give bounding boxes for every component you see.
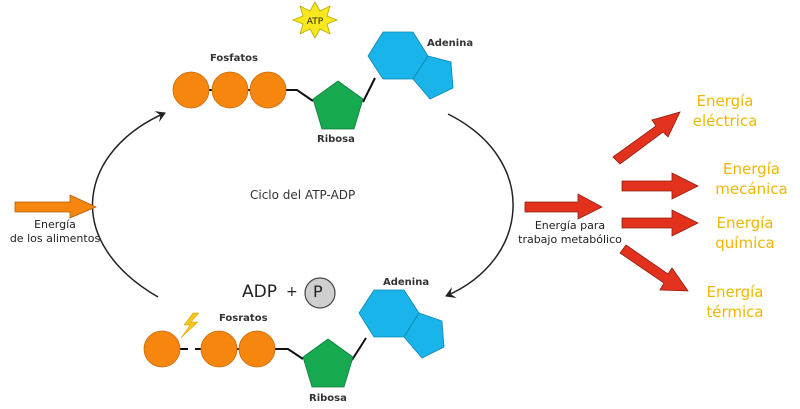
energy-label-line1: Energía	[706, 283, 764, 301]
thermal-energy-label: Energía térmica	[690, 282, 780, 322]
lightning-bolt-icon	[180, 312, 200, 339]
phosphates-label-top: Fosfatos	[210, 53, 258, 64]
thermal-energy-arrow	[619, 244, 689, 292]
electrical-energy-label: Energía eléctrica	[680, 91, 770, 131]
energy-label-line2: mecánica	[715, 180, 788, 198]
phosphate-group	[200, 330, 238, 368]
phosphate-group	[143, 330, 181, 368]
phosphate-symbol: P	[313, 282, 323, 301]
phosphate-group	[172, 71, 210, 109]
energy-label-line2: química	[715, 234, 775, 252]
food-energy-line2: de los alimentos	[9, 232, 101, 245]
plus-sign: +	[286, 284, 298, 300]
ribose-pentagon	[302, 338, 354, 388]
energy-label-line2: térmica	[706, 303, 764, 321]
energy-label-line2: eléctrica	[692, 112, 758, 130]
free-phosphate-circle	[304, 277, 336, 309]
adenine-pentagon	[412, 55, 454, 100]
ribose-label-top: Ribosa	[317, 134, 355, 145]
atp-star-icon: ATP	[291, 1, 339, 39]
cycle-arrow-up	[91, 111, 166, 298]
energy-label-line1: Energía	[723, 160, 780, 178]
energy-label-line1: Energía	[696, 92, 754, 110]
electrical-energy-arrow	[612, 111, 681, 165]
atp-molecule	[172, 31, 454, 130]
mechanical-energy-label: Energía mecánica	[703, 159, 800, 199]
metabolic-energy-line1: Energía para	[534, 219, 606, 232]
phosphate-group	[211, 71, 249, 109]
chemical-energy-arrow	[621, 209, 699, 237]
adp-molecule	[143, 289, 445, 388]
adenine-pentagon	[403, 312, 445, 359]
atp-badge-label: ATP	[307, 17, 324, 27]
adenine-label-bottom: Adenina	[383, 277, 430, 288]
food-energy-label: Energía de los alimentos	[0, 218, 110, 246]
ribose-pentagon	[312, 80, 364, 130]
food-energy-arrow	[14, 194, 97, 219]
ribose-label-bottom: Ribosa	[309, 393, 347, 404]
metabolic-energy-line2: trabajo metabólico	[518, 233, 622, 246]
mechanical-energy-arrow	[621, 172, 699, 200]
phosphate-group	[249, 71, 287, 109]
energy-label-line1: Energía	[716, 214, 774, 232]
phosphate-group	[238, 330, 276, 368]
chemical-energy-label: Energía química	[700, 213, 790, 253]
adenine-label-top: Adenina	[427, 38, 474, 49]
adp-label: ADP	[242, 282, 277, 302]
metabolic-energy-label: Energía para trabajo metabólico	[515, 219, 625, 247]
cycle-title: Ciclo del ATP-ADP	[250, 188, 356, 202]
phosphates-label-bottom: Fosratos	[219, 313, 268, 324]
energy-form-arrows	[612, 111, 699, 292]
cycle-arrow-down	[445, 113, 514, 298]
metabolic-energy-arrow	[524, 193, 603, 220]
food-energy-line1: Energía	[34, 218, 76, 231]
